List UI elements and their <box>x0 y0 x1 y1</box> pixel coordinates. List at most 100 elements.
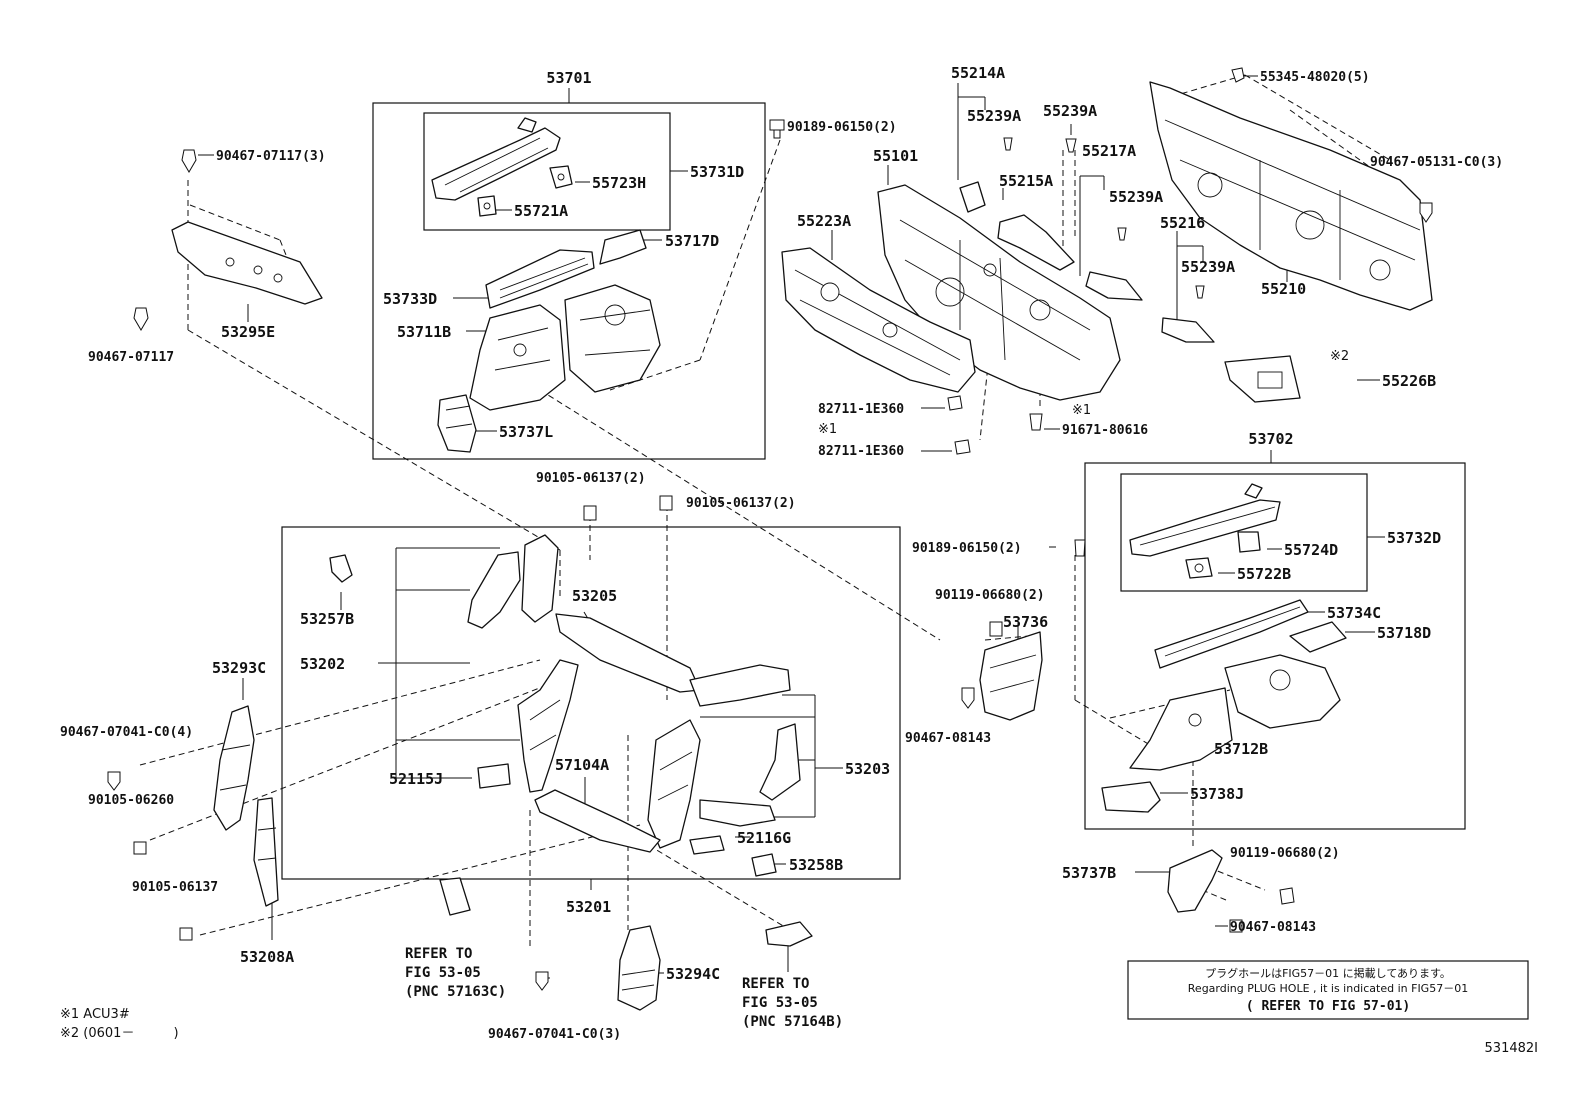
part-53738J <box>1101 781 1161 813</box>
part-53257B <box>329 554 353 583</box>
label-55721A: 55721A <box>514 202 568 220</box>
part-55101-dash-panel <box>877 184 1121 401</box>
label-53257B: 53257B <box>300 610 354 628</box>
label-55210: 55210 <box>1261 280 1306 298</box>
part-52116G <box>689 799 776 855</box>
mark-note1-b: ※1 <box>1072 403 1091 418</box>
label-53737B: 53737B <box>1062 864 1116 882</box>
label-53734C: 53734C <box>1327 604 1381 622</box>
label-90105-06137: 90105-06137 <box>132 880 218 895</box>
part-57104A <box>517 659 701 849</box>
label-53203: 53203 <box>845 760 890 778</box>
part-55210-cowl <box>1149 81 1433 311</box>
part-53732D-rail <box>1129 483 1281 557</box>
label-90467-08143-a: 90467-08143 <box>905 731 991 746</box>
part-52115J <box>477 763 511 789</box>
label-53718D: 53718D <box>1377 624 1431 642</box>
part-55217A <box>1085 271 1143 301</box>
label-55226B: 55226B <box>1382 372 1436 390</box>
bolt-91671-80616 <box>1029 413 1043 431</box>
label-55345-48020: 55345-48020(5) <box>1260 70 1370 85</box>
part-53737B <box>1167 849 1223 913</box>
group-box-53702 <box>1084 462 1466 830</box>
label-90189-06150-right: 90189-06150(2) <box>912 541 1022 556</box>
plug-hole-notice: プラグホールはFIG57－01 に掲載してあります。 Regarding PLU… <box>1127 960 1529 1020</box>
label-53702: 53702 <box>1248 430 1293 448</box>
part-53711B <box>469 304 566 411</box>
clips-82711-1E360 <box>947 395 971 455</box>
part-55723H <box>549 165 573 189</box>
refer-right: REFER TO FIG 53-05 (PNC 57164B) <box>742 976 843 1030</box>
part-53718D <box>1289 621 1347 653</box>
label-53701: 53701 <box>546 69 591 87</box>
label-53295E: 53295E <box>221 323 275 341</box>
label-55216: 55216 <box>1160 214 1205 232</box>
part-53293C <box>213 705 255 831</box>
label-90467-05131: 90467-05131-C0(3) <box>1370 155 1503 170</box>
label-55223A: 55223A <box>797 212 851 230</box>
label-90467-07117-3: 90467-07117(3) <box>216 149 326 164</box>
refer-left: REFER TO FIG 53-05 (PNC 57163C) <box>405 946 506 1000</box>
clip-90467-05131 <box>1419 202 1433 223</box>
label-90467-07117: 90467-07117 <box>88 350 174 365</box>
clip-90467-07117-bottom <box>133 307 149 331</box>
label-53731D: 53731D <box>690 163 744 181</box>
svg-text:FIG 53-05: FIG 53-05 <box>405 965 481 981</box>
bolts-left-group <box>107 495 673 991</box>
label-53733D: 53733D <box>383 290 437 308</box>
label-52116G: 52116G <box>737 829 791 847</box>
part-53208A <box>253 797 279 907</box>
svg-text:REFER TO: REFER TO <box>405 946 472 962</box>
part-53202-upper <box>467 534 559 629</box>
label-52115J: 52115J <box>389 770 443 788</box>
label-53717D: 53717D <box>665 232 719 250</box>
figure-id: 531482I <box>1485 1041 1538 1056</box>
svg-text:FIG 53-05: FIG 53-05 <box>742 995 818 1011</box>
notice-line-en: Regarding PLUG HOLE , it is indicated in… <box>1188 982 1468 995</box>
part-55216 <box>1161 317 1215 343</box>
label-55722B: 55722B <box>1237 565 1291 583</box>
bolt-90189-top <box>769 119 785 139</box>
mark-note1-a: ※1 <box>818 422 837 437</box>
part-55214A-bracket <box>959 181 986 213</box>
label-55239A-2: 55239A <box>1043 102 1097 120</box>
svg-text:(PNC 57164B): (PNC 57164B) <box>742 1014 843 1030</box>
part-53205 <box>555 613 791 707</box>
bolts-right-group <box>961 539 1295 933</box>
label-90105-06137-2-a: 90105-06137(2) <box>536 471 646 486</box>
svg-text:(PNC 57163C): (PNC 57163C) <box>405 984 506 1000</box>
part-55722B <box>1185 557 1213 579</box>
part-53201-lower <box>534 789 661 853</box>
part-53733D <box>485 249 595 309</box>
part-53736 <box>979 631 1043 721</box>
label-53732D: 53732D <box>1387 529 1441 547</box>
label-55101: 55101 <box>873 147 918 165</box>
label-57104A: 57104A <box>555 756 609 774</box>
part-strut-tower-left <box>564 284 661 393</box>
label-53711B: 53711B <box>397 323 451 341</box>
label-82711-1E360-b: 82711-1E360 <box>818 444 904 459</box>
part-55226B <box>1224 355 1301 403</box>
label-55723H: 55723H <box>592 174 646 192</box>
label-82711-1E360-a: 82711-1E360 <box>818 402 904 417</box>
label-53201: 53201 <box>566 898 611 916</box>
part-53712B <box>1129 687 1233 771</box>
part-53737L <box>437 394 477 453</box>
part-57164B-ref <box>765 921 813 947</box>
label-90467-08143-b: 90467-08143 <box>1230 920 1316 935</box>
footnote-1: ※1 ACU3# <box>60 1007 130 1022</box>
label-90119-06680-a: 90119-06680(2) <box>935 588 1045 603</box>
label-90467-07041-4: 90467-07041-C0(4) <box>60 725 193 740</box>
svg-text:REFER TO: REFER TO <box>742 976 809 992</box>
part-53203 <box>759 723 801 801</box>
label-90189-06150-top: 90189-06150(2) <box>787 120 897 135</box>
mark-note2: ※2 <box>1330 349 1349 364</box>
label-53293C: 53293C <box>212 659 266 677</box>
label-55724D: 55724D <box>1284 541 1338 559</box>
part-55721A <box>477 195 497 217</box>
label-53205: 53205 <box>572 587 617 605</box>
label-53712B: 53712B <box>1214 740 1268 758</box>
part-55223A-insulator <box>781 247 976 393</box>
part-55215A <box>997 214 1075 271</box>
